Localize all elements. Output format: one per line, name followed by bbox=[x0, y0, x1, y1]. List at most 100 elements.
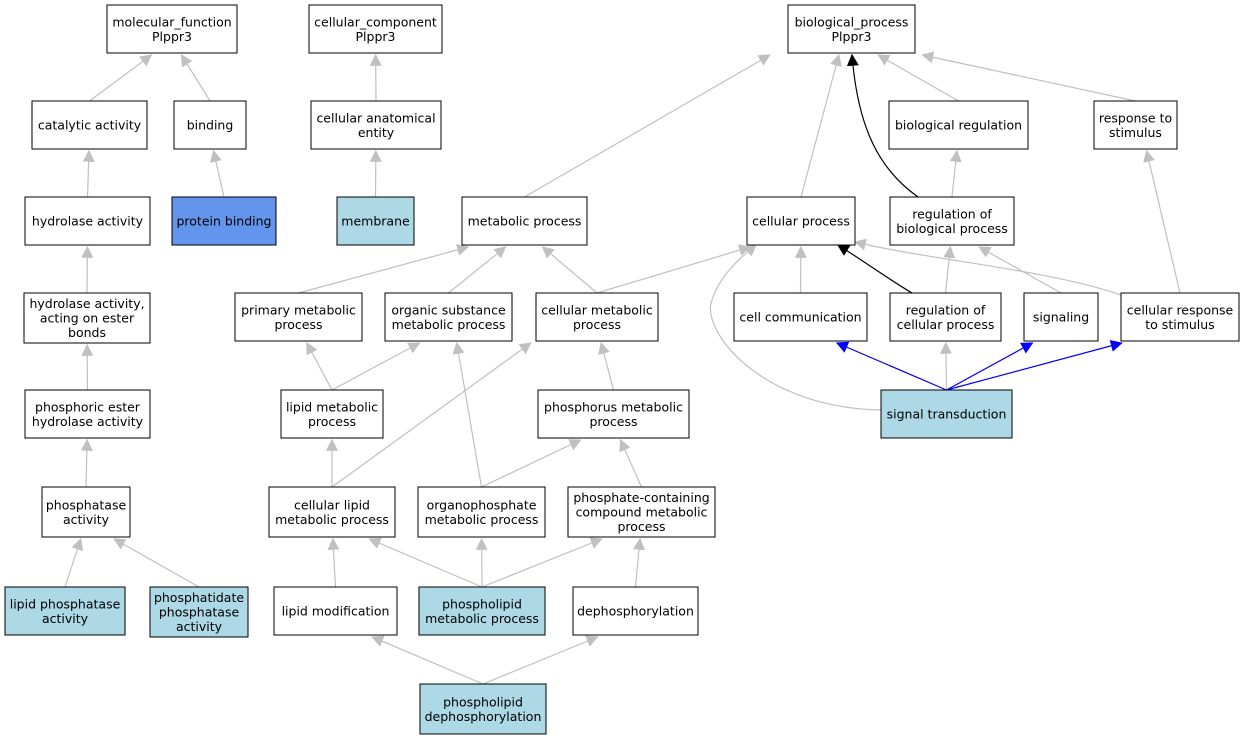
node-box bbox=[4, 586, 126, 636]
node-label-line: phosphatidate bbox=[154, 590, 244, 605]
node-label-line: process bbox=[274, 317, 322, 332]
node-box bbox=[23, 292, 151, 344]
node-box bbox=[888, 100, 1029, 150]
node-label-line: cellular process bbox=[752, 214, 850, 229]
node-dephosphorylation: dephosphorylation bbox=[572, 586, 699, 636]
node-box bbox=[41, 486, 131, 538]
edge-cellular-response-to-stimulus-to-response-to-stimulus bbox=[1143, 149, 1181, 294]
node-membrane: membrane bbox=[336, 196, 415, 246]
edge-regulation-of-cellular-process-to-cellular-process bbox=[836, 244, 913, 294]
edge-lipid-metabolic-process-to-primary-metabolic-process bbox=[306, 341, 333, 391]
node-label-line: metabolic process bbox=[425, 512, 539, 527]
node-label-line: binding bbox=[187, 118, 234, 133]
node-label-line: hydrolase activity bbox=[32, 414, 144, 429]
node-box bbox=[308, 4, 443, 54]
node-cell-communication: cell communication bbox=[733, 292, 868, 342]
node-label-line: cellular metabolic bbox=[541, 302, 653, 317]
node-box bbox=[31, 100, 148, 150]
node-label-line: molecular_function bbox=[112, 14, 231, 29]
node-label-line: phosphatase bbox=[46, 497, 127, 512]
node-label-line: response to bbox=[1099, 110, 1172, 125]
node-label-line: protein binding bbox=[176, 214, 271, 229]
edge-lipid-modification-to-cellular-lipid-metabolic-process bbox=[327, 537, 340, 588]
node-label-line: regulation of bbox=[912, 206, 992, 221]
node-signal-transduction: signal transduction bbox=[880, 389, 1013, 439]
edge-cellular-process-to-biological-process-root bbox=[800, 53, 842, 198]
node-box bbox=[567, 486, 716, 538]
node-box bbox=[417, 486, 546, 538]
node-label-line: phospholipid bbox=[442, 596, 522, 611]
node-box bbox=[171, 196, 277, 246]
node-box bbox=[572, 586, 699, 636]
node-label-line: acting on ester bbox=[40, 311, 135, 326]
edge-phosphatidate-phosphatase-activity-to-phosphatase-activity bbox=[113, 538, 200, 588]
edge-phosphorus-metabolic-process-to-cellular-metabolic-process bbox=[598, 341, 615, 391]
edge-metabolic-process-to-biological-process-root bbox=[524, 54, 771, 198]
node-label-line: Plppr3 bbox=[152, 29, 192, 44]
node-label-line: activity bbox=[63, 512, 110, 527]
node-label-line: process bbox=[573, 317, 621, 332]
node-label-line: regulation of bbox=[906, 302, 986, 317]
node-label-line: activity bbox=[42, 611, 89, 626]
node-box bbox=[280, 389, 384, 439]
node-label-line: bonds bbox=[68, 325, 106, 340]
edge-signal-transduction-to-cellular-process bbox=[709, 244, 882, 411]
edge-signal-transduction-to-regulation-of-cellular-process bbox=[939, 341, 952, 391]
node-label-line: lipid phosphatase bbox=[10, 596, 121, 611]
node-box bbox=[24, 389, 151, 439]
node-box bbox=[1120, 292, 1240, 342]
edge-organophosphate-metabolic-process-to-phosphorus-metabolic-process bbox=[481, 439, 582, 488]
edge-cellular-response-to-stimulus-to-cellular-process bbox=[853, 238, 1122, 296]
node-label-line: hydrolase activity bbox=[32, 214, 144, 229]
node-biological-regulation: biological regulation bbox=[888, 100, 1029, 150]
edge-signal-transduction-to-signaling bbox=[946, 342, 1034, 391]
node-label-line: cellular response bbox=[1127, 302, 1234, 317]
node-label-line: phosphoric ester bbox=[35, 399, 141, 414]
edge-regulation-of-cellular-process-to-regulation-of-biological-process bbox=[943, 245, 956, 294]
edge-regulation-of-biological-process-to-biological-regulation bbox=[949, 149, 962, 198]
node-box bbox=[880, 389, 1013, 439]
node-box bbox=[733, 292, 868, 342]
node-label-line: biological process bbox=[896, 221, 1008, 236]
node-box bbox=[419, 683, 547, 735]
node-box bbox=[889, 196, 1015, 246]
node-label-line: entity bbox=[358, 125, 395, 140]
edge-phospholipid-dephosphorylation-to-dephosphorylation bbox=[482, 635, 599, 685]
node-label-line: lipid modification bbox=[282, 604, 390, 619]
node-label-line: Plppr3 bbox=[356, 29, 396, 44]
edge-primary-metabolic-process-to-metabolic-process bbox=[298, 244, 470, 294]
node-label-line: Plppr3 bbox=[832, 29, 872, 44]
node-box bbox=[24, 196, 151, 246]
node-label-line: cellular lipid bbox=[294, 497, 370, 512]
node-catalytic-activity: catalytic activity bbox=[31, 100, 148, 150]
edge-organophosphate-metabolic-process-to-organic-substance-metabolic-process bbox=[452, 341, 483, 488]
node-label-line: cell communication bbox=[739, 310, 861, 325]
node-label-line: membrane bbox=[341, 214, 410, 229]
node-box bbox=[273, 586, 398, 636]
node-label-line: phospholipid bbox=[443, 694, 523, 709]
node-label-line: signaling bbox=[1033, 310, 1089, 325]
node-label-line: process bbox=[617, 519, 665, 534]
node-label-line: hydrolase activity, bbox=[29, 296, 144, 311]
node-label-line: cellular anatomical bbox=[316, 110, 435, 125]
edge-cellular-metabolic-process-to-cellular-process bbox=[596, 244, 752, 294]
node-label-line: metabolic process bbox=[425, 611, 539, 626]
node-label-line: dephosphorylation bbox=[425, 709, 542, 724]
node-label-line: primary metabolic bbox=[241, 302, 356, 317]
node-label-line: metabolic process bbox=[468, 214, 582, 229]
node-box bbox=[1093, 100, 1178, 150]
